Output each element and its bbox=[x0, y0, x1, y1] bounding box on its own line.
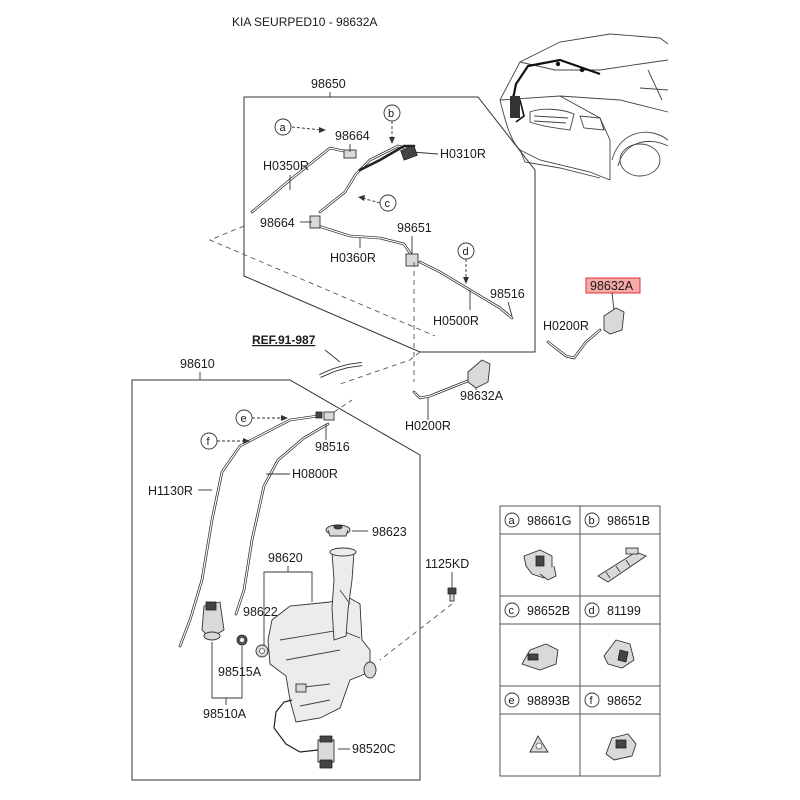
legend-cell-b: b 98651B bbox=[584, 512, 650, 583]
label-98650: 98650 bbox=[311, 77, 346, 91]
label-1125KD: 1125KD bbox=[425, 557, 469, 571]
label-98632A-highlighted[interactable]: 98632A bbox=[590, 279, 634, 293]
label-H0360R: H0360R bbox=[330, 251, 376, 265]
legend-part: 98651B bbox=[607, 514, 650, 528]
label-98516-top: 98516 bbox=[490, 287, 525, 301]
highlight-box bbox=[585, 277, 641, 294]
legend-cell-f: f 98652 bbox=[584, 692, 642, 761]
legend-letter: a bbox=[509, 515, 516, 527]
label-98623: 98623 bbox=[372, 525, 407, 539]
legend-letter: b bbox=[589, 515, 595, 527]
label-98510A: 98510A bbox=[203, 707, 247, 721]
label-H0310R: H0310R bbox=[440, 147, 486, 161]
legend-part: 81199 bbox=[607, 604, 641, 618]
label-H1130R: H1130R bbox=[148, 484, 193, 498]
callout-c-upper: c bbox=[385, 198, 391, 210]
legend-part: 98652B bbox=[527, 604, 570, 618]
legend-letter: e bbox=[509, 695, 515, 707]
legend-cell-a: a 98661G bbox=[504, 512, 571, 581]
label-H0500R: H0500R bbox=[433, 314, 479, 328]
callout-f-lower: f bbox=[207, 436, 211, 448]
label-98664-mid: 98664 bbox=[260, 216, 295, 230]
legend-part: 98652 bbox=[607, 694, 642, 708]
label-98610: 98610 bbox=[180, 357, 215, 371]
legend-letter: d bbox=[589, 605, 595, 617]
upper-hose-assembly: 98650 98664 H0310R H0350R 98664 98651 H0… bbox=[208, 77, 536, 353]
legend-cell-e: e 98893B bbox=[504, 692, 570, 753]
legend-part: 98893B bbox=[527, 694, 570, 708]
legend-letter: f bbox=[590, 695, 594, 707]
label-98622: 98622 bbox=[243, 605, 278, 619]
legend-grid: a 98661G b 98651B c 98652B d 81199 bbox=[499, 505, 661, 777]
label-98632A-mid: 98632A bbox=[460, 389, 504, 403]
legend-cell-d: d 81199 bbox=[584, 602, 641, 669]
label-98520C: 98520C bbox=[352, 742, 396, 756]
car-illustration bbox=[499, 33, 669, 181]
reference-group: REF.91-987 bbox=[252, 262, 421, 385]
label-98620: 98620 bbox=[268, 551, 303, 565]
label-H0350R: H0350R bbox=[263, 159, 309, 173]
diagram-title: KIA SEURPED10 - 98632A bbox=[232, 15, 377, 29]
bolt-1125KD: 1125KD bbox=[379, 557, 469, 661]
label-ref-91-987[interactable]: REF.91-987 bbox=[252, 333, 316, 347]
label-98516-lower: 98516 bbox=[315, 440, 350, 454]
label-98651: 98651 bbox=[397, 221, 432, 235]
legend-cell-c: c 98652B bbox=[504, 602, 570, 671]
callout-d-upper: d bbox=[463, 246, 469, 258]
label-H0200R-mid: H0200R bbox=[405, 419, 451, 433]
callout-b-upper: b bbox=[388, 108, 394, 120]
nozzle-mid-group: 98632A H0200R bbox=[405, 359, 504, 433]
reservoir-assembly: 98610 98623 bbox=[131, 357, 421, 781]
nozzle-right-group: 98632A H0200R bbox=[543, 277, 641, 360]
legend-letter: c bbox=[509, 605, 515, 617]
callout-a-upper: a bbox=[280, 122, 287, 134]
label-H0200R-right: H0200R bbox=[543, 319, 589, 333]
label-98515A: 98515A bbox=[218, 665, 262, 679]
label-98664-top: 98664 bbox=[335, 129, 370, 143]
legend-part: 98661G bbox=[527, 514, 571, 528]
label-H0800R: H0800R bbox=[292, 467, 338, 481]
callout-e-lower: e bbox=[241, 413, 247, 425]
